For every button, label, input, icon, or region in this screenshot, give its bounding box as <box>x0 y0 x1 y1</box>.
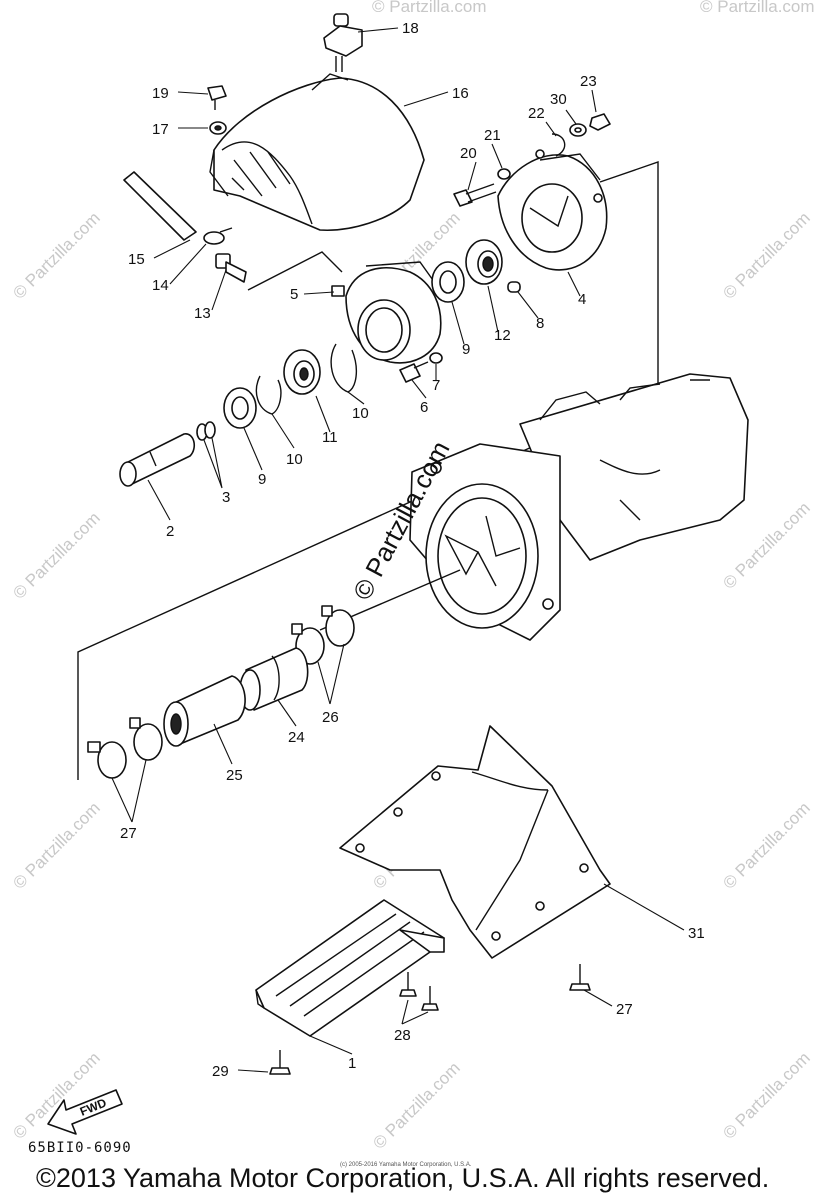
part-9-bearing-lower <box>223 387 257 429</box>
watermark: © Partzilla.com <box>9 1048 103 1142</box>
callout-26: 25 <box>226 767 243 784</box>
callout-16: 16 <box>452 85 469 102</box>
watermark: © Partzilla.com <box>700 0 815 16</box>
fine-print: (c) 2005-2016 Yamaha Motor Corporation, … <box>340 1162 472 1168</box>
callout-21: 21 <box>484 127 501 144</box>
assembly-bracket-top <box>247 251 343 291</box>
part-15-hose <box>123 171 197 241</box>
part-28-screws <box>399 972 439 1011</box>
callout-10-lower: 10 <box>286 451 303 468</box>
callout-5: 5 <box>290 286 298 303</box>
callout-2: 2 <box>166 523 174 540</box>
callout-23: 23 <box>580 73 597 90</box>
part-11-bearing <box>283 349 321 395</box>
callout-7: 7 <box>432 377 440 394</box>
part-1-intake-grate <box>255 899 445 1037</box>
part-21-washer <box>497 168 511 180</box>
part-3-o-rings <box>196 421 216 441</box>
watermark: © Partzilla.com <box>9 798 103 892</box>
part-7-washer <box>429 352 443 364</box>
part-10-circlip-upper <box>330 343 358 393</box>
copyright-notice: ©2013 Yamaha Motor Corporation, U.S.A. A… <box>36 1163 770 1193</box>
leader-lines <box>111 27 685 1073</box>
part-6-bolt <box>399 361 429 383</box>
part-12-bearing <box>465 239 503 285</box>
callout-28: 28 <box>394 1027 411 1044</box>
callout-3: 3 <box>222 489 230 506</box>
watermark: © Partzilla.com <box>719 798 813 892</box>
callout-4: 4 <box>578 291 586 308</box>
watermark: © Partzilla.com <box>369 1058 463 1152</box>
callout-1: 1 <box>348 1055 356 1072</box>
watermark: © Partzilla.com <box>9 508 103 602</box>
part-27-clamp-upper <box>291 605 355 665</box>
callout-14: 14 <box>152 277 169 294</box>
callout-31: 31 <box>688 925 705 942</box>
part-25-joint-sleeve <box>239 647 309 711</box>
part-31-ride-plate-mount <box>339 725 611 959</box>
watermark: © Partzilla.com <box>9 208 103 302</box>
callout-25: 24 <box>288 729 305 746</box>
callout-18: 18 <box>402 20 419 37</box>
callout-labels: 18 16 19 17 15 14 13 5 20 21 22 30 23 4 … <box>120 20 705 1080</box>
part-4-intermediate-housing <box>497 149 608 271</box>
callout-15: 15 <box>128 251 145 268</box>
callout-27-upper: 26 <box>322 709 339 726</box>
part-16-pump-cover <box>209 73 425 232</box>
callout-19: 19 <box>152 85 169 102</box>
callout-9-upper: 9 <box>462 341 470 358</box>
part-29-screw <box>269 1050 291 1075</box>
part-23-nut <box>589 113 611 131</box>
watermark: © Partzilla.com <box>372 0 487 16</box>
part-17-nut <box>209 121 227 135</box>
callout-9-lower: 9 <box>258 471 266 488</box>
part-22-clip <box>551 133 566 157</box>
callout-30: 30 <box>550 91 567 108</box>
part-9-bearing-upper <box>431 261 465 303</box>
callout-22: 22 <box>528 105 545 122</box>
part-26-hose <box>163 675 246 747</box>
part-8-pin <box>507 281 521 293</box>
part-27-clamp-lower <box>87 717 163 779</box>
callout-11: 11 <box>322 429 338 446</box>
part-5-bearing-housing <box>331 261 442 364</box>
callout-24: 27 <box>616 1001 633 1018</box>
callout-20: 20 <box>460 145 477 162</box>
callout-8: 8 <box>536 315 544 332</box>
callout-17: 17 <box>152 121 169 138</box>
part-20-bolt <box>453 183 497 207</box>
watermark: © Partzilla.com <box>719 498 813 592</box>
part-10-circlip-lower <box>255 375 282 415</box>
part-13-fitting <box>215 253 247 283</box>
callout-12: 12 <box>494 327 511 344</box>
part-14-clamp <box>203 227 233 245</box>
jet-pump-housing <box>409 373 749 641</box>
callout-10-upper: 10 <box>352 405 369 422</box>
watermark: © Partzilla.com <box>719 1048 813 1142</box>
part-24-screw <box>569 964 591 991</box>
part-19-bolt <box>207 85 227 110</box>
part-30-washer <box>569 123 587 137</box>
callout-6: 6 <box>420 399 428 416</box>
part-2-drive-shaft <box>119 433 196 487</box>
drawing-code: 65BII0-6090 <box>28 1140 132 1156</box>
watermark: © Partzilla.com <box>719 208 813 302</box>
part-18-bracket-bolt <box>323 13 363 72</box>
callout-13: 13 <box>194 305 211 322</box>
callout-29: 29 <box>212 1063 229 1080</box>
callout-27-lower: 27 <box>120 825 137 842</box>
